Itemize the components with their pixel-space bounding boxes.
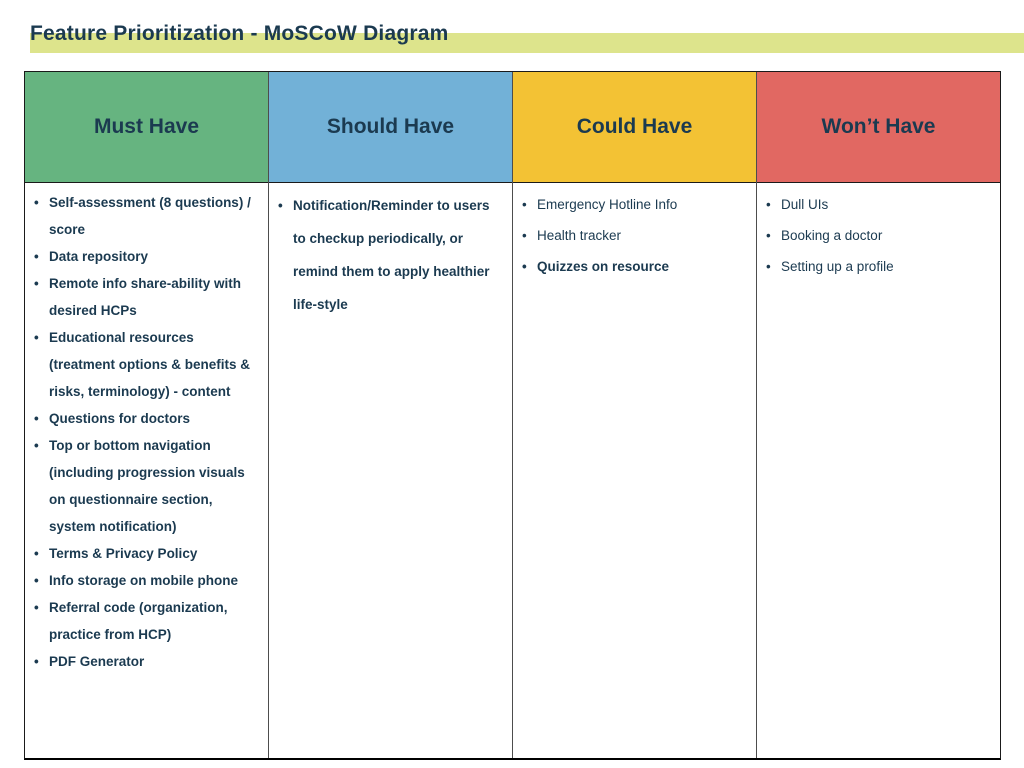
bullet-icon: • [278,198,283,213]
list-item: • Educational resources (treatment optio… [32,324,262,405]
column-body: • Self-assessment (8 questions) / score … [25,183,268,758]
list-item: • PDF Generator [32,648,262,675]
list-item-text: Quizzes on resource [537,259,670,274]
list-item: • Emergency Hotline Info [520,189,750,220]
list-item-text: Referral code (organization, practice fr… [49,600,228,642]
bullet-icon: • [34,654,39,669]
bullet-icon: • [34,438,39,453]
list-item-text: Terms & Privacy Policy [49,546,198,561]
list-item-text: Questions for doctors [49,411,191,426]
column-header: Won’t Have [757,72,1000,183]
list-item-text: Booking a doctor [781,228,883,243]
list-item-text: Dull UIs [781,197,829,212]
list-item: • Setting up a profile [764,251,994,282]
list-item-text: Health tracker [537,228,622,243]
column-body: • Dull UIs • Booking a doctor • Setting … [757,183,1000,758]
moscow-column: Won’t Have • Dull UIs • Booking a doctor… [757,72,1000,758]
list-item: • Questions for doctors [32,405,262,432]
moscow-table: Must Have • Self-assessment (8 questions… [24,71,1001,760]
column-body: • Notification/Reminder to users to chec… [269,183,512,758]
bullet-icon: • [34,411,39,426]
column-header-label: Won’t Have [821,115,936,138]
column-body: • Emergency Hotline Info • Health tracke… [513,183,756,758]
list-item: • Top or bottom navigation (including pr… [32,432,262,540]
moscow-column: Should Have • Notification/Reminder to u… [269,72,513,758]
list-item: • Info storage on mobile phone [32,567,262,594]
list-item-text: Setting up a profile [781,259,894,274]
list-item-text: Self-assessment (8 questions) / score [49,195,251,237]
column-header-label: Should Have [326,115,455,138]
bullet-icon: • [34,195,39,210]
bullet-icon: • [34,249,39,264]
column-item-list: • Dull UIs • Booking a doctor • Setting … [764,189,994,282]
list-item: • Notification/Reminder to users to chec… [276,189,506,321]
bullet-icon: • [34,600,39,615]
column-header: Should Have [269,72,512,183]
bullet-icon: • [522,228,527,243]
column-item-list: • Notification/Reminder to users to chec… [276,189,506,321]
bullet-icon: • [34,276,39,291]
moscow-column: Must Have • Self-assessment (8 questions… [25,72,269,758]
bullet-icon: • [766,228,771,243]
page-title: Feature Prioritization - MoSCoW Diagram [30,22,449,45]
list-item: • Terms & Privacy Policy [32,540,262,567]
column-header: Must Have [25,72,268,183]
list-item-text: Emergency Hotline Info [537,197,678,212]
column-header-label: Could Have [576,115,693,138]
list-item: • Booking a doctor [764,220,994,251]
list-item: • Quizzes on resource [520,251,750,282]
column-item-list: • Emergency Hotline Info • Health tracke… [520,189,750,282]
column-item-list: • Self-assessment (8 questions) / score … [32,189,262,675]
bullet-icon: • [766,197,771,212]
moscow-column: Could Have • Emergency Hotline Info • He… [513,72,757,758]
list-item-text: Top or bottom navigation (including prog… [49,438,245,534]
column-header: Could Have [513,72,756,183]
list-item-text: PDF Generator [49,654,145,669]
list-item: • Health tracker [520,220,750,251]
list-item: • Referral code (organization, practice … [32,594,262,648]
list-item-text: Info storage on mobile phone [49,573,238,588]
list-item: • Remote info share-ability with desired… [32,270,262,324]
list-item: • Dull UIs [764,189,994,220]
list-item: • Self-assessment (8 questions) / score [32,189,262,243]
list-item-text: Remote info share-ability with desired H… [49,276,242,318]
list-item: • Data repository [32,243,262,270]
bullet-icon: • [522,259,527,274]
bullet-icon: • [34,546,39,561]
list-item-text: Data repository [49,249,149,264]
list-item-text: Educational resources (treatment options… [49,330,251,399]
bullet-icon: • [34,573,39,588]
title-highlight-bar [30,33,1024,53]
bullet-icon: • [34,330,39,345]
list-item-text: Notification/Reminder to users to checku… [293,198,490,312]
bullet-icon: • [766,259,771,274]
column-header-label: Must Have [93,115,200,138]
bullet-icon: • [522,197,527,212]
